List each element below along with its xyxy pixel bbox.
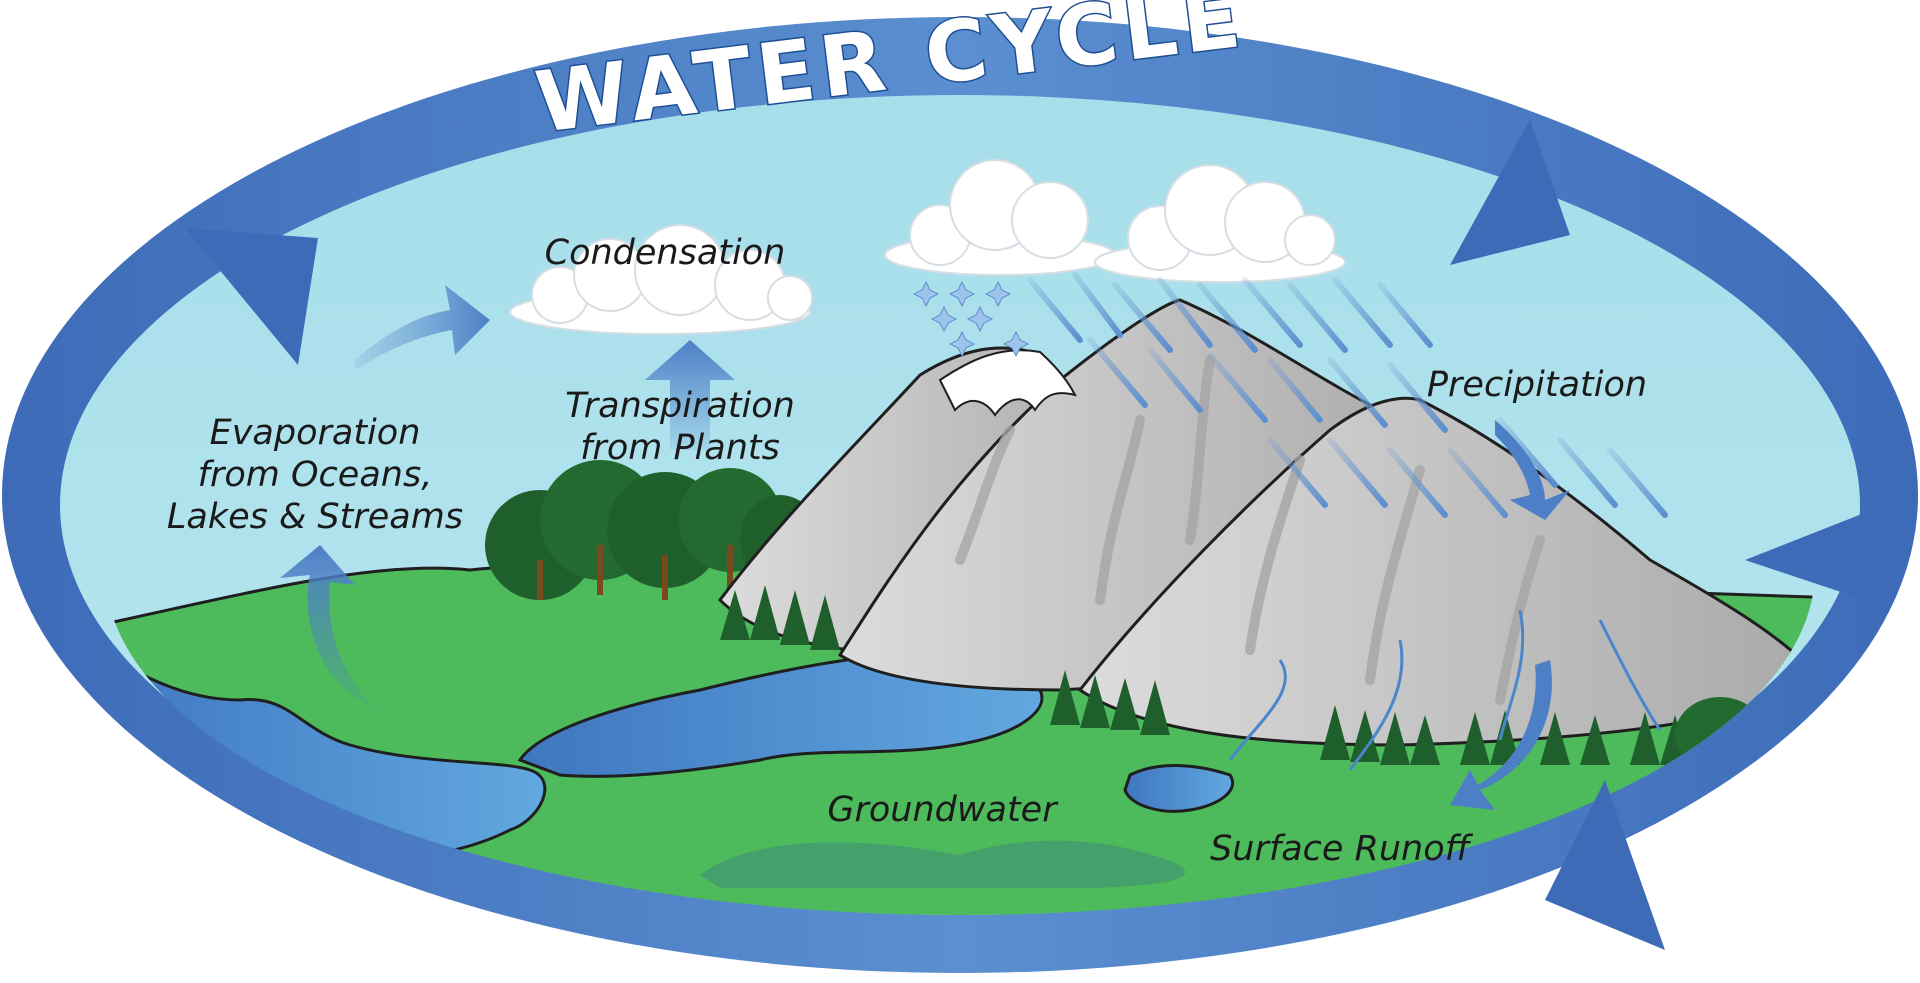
- precipitation-arrow: [1495, 420, 1570, 520]
- rain-cloud-left: [884, 159, 1116, 276]
- evaporation-to-cloud-arrow: [355, 285, 490, 370]
- cycle-arrowhead-left: [185, 228, 318, 365]
- label-evaporation-line1: Evaporation: [210, 413, 421, 453]
- condensation-cloud: [509, 224, 813, 335]
- rain-cloud-right: [1094, 164, 1346, 283]
- label-surface-runoff: Surface Runoff: [1210, 829, 1474, 869]
- runoff-streams: [1228, 609, 1662, 771]
- rain-streaks: [1027, 272, 1668, 518]
- cycle-arrowhead-top-right: [1450, 120, 1570, 265]
- cycle-arrowhead-right: [1745, 495, 1910, 600]
- snow-cap: [938, 349, 1077, 417]
- transpiration-arrow: [645, 340, 735, 450]
- snowflakes: [912, 280, 1030, 358]
- runoff-arrow: [1450, 660, 1552, 810]
- label-precipitation: Precipitation: [1427, 365, 1647, 405]
- evaporation-arrow: [280, 545, 380, 710]
- label-transpiration-line2: from Plants: [580, 428, 780, 468]
- runoff-pool: [1123, 764, 1234, 813]
- label-evaporation-line2: from Oceans,: [198, 455, 433, 495]
- groundwater-layer: [700, 840, 1186, 888]
- label-condensation: Condensation: [545, 233, 786, 273]
- mountain-crevices: [955, 355, 1545, 705]
- label-transpiration-line1: Transpiration: [565, 386, 795, 426]
- cycle-arrowhead-bottom-right: [1545, 780, 1665, 950]
- label-groundwater: Groundwater: [827, 790, 1059, 830]
- mountain-right: [1077, 396, 1815, 747]
- label-evaporation-line3: Lakes & Streams: [167, 497, 463, 537]
